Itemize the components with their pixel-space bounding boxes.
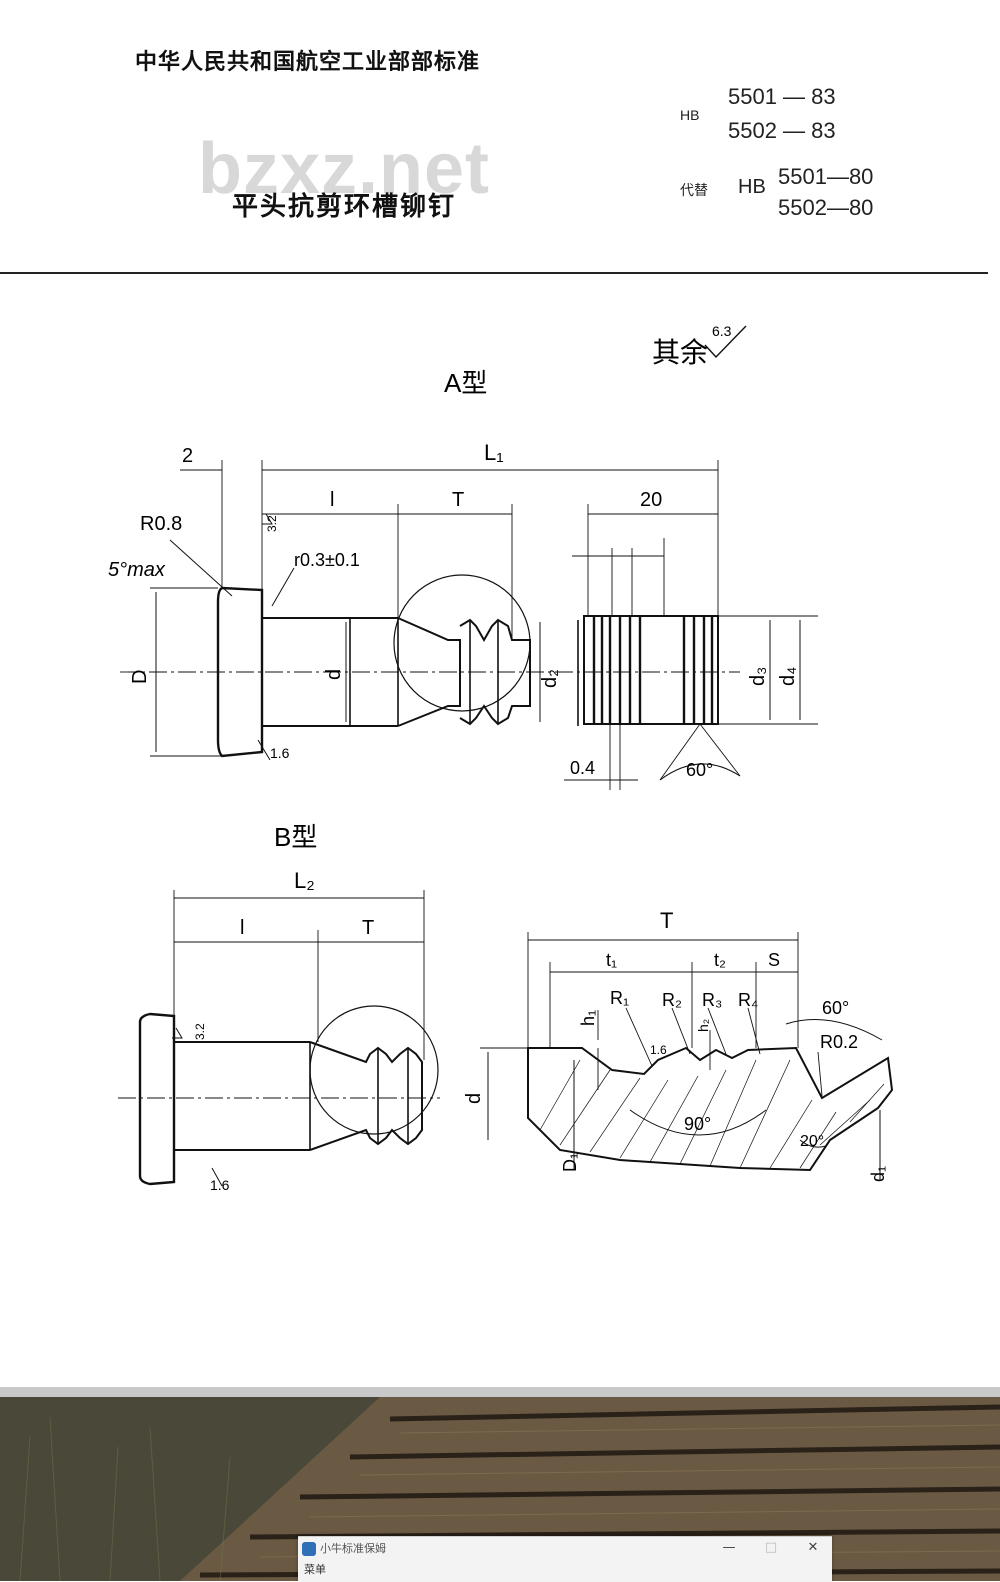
- app-logo-icon: [302, 1542, 316, 1556]
- replace-prefix: 代替: [680, 182, 708, 198]
- radius-08-label: R0.8: [140, 513, 182, 535]
- detail-angle-20-label: 20°: [800, 1133, 824, 1150]
- detail-d-label: d: [463, 1093, 485, 1104]
- detail-T-label: T: [660, 908, 673, 933]
- detail-t2-label: t₂: [714, 950, 726, 970]
- detail-d1-label: d₁: [868, 1166, 888, 1182]
- detail-roughness-16: 1.6: [650, 1043, 667, 1057]
- dim-L1-label: L₁: [484, 440, 504, 465]
- detail-angle-60-label: 60°: [822, 998, 849, 1018]
- header-divider: [0, 272, 988, 274]
- dim-d-label: d: [323, 669, 345, 680]
- minimize-button[interactable]: —: [722, 1540, 736, 1555]
- replace-hb: HB: [738, 176, 766, 198]
- technical-drawing: 其余 6.3 A型 2 L₁ l T 20 R0.8 3.2 r0.3±0.1 …: [108, 323, 894, 1193]
- maximize-button[interactable]: □: [764, 1540, 778, 1555]
- detail-h1-label: h₁: [578, 1010, 598, 1026]
- viewer-separator: [0, 1387, 1000, 1397]
- detail-R2-label: R₂: [662, 990, 682, 1010]
- detail-D1-label: D₁: [560, 1153, 580, 1172]
- hb-prefix: HB: [680, 107, 700, 123]
- detail-R3-label: R₃: [702, 990, 722, 1010]
- roughness-16-a: 1.6: [270, 745, 290, 761]
- roughness-value: 6.3: [712, 323, 732, 339]
- app-window-bar[interactable]: 小牛标准保姆 菜单 — □ ✕: [298, 1536, 832, 1582]
- roughness-note: 其余: [652, 337, 708, 368]
- watermark-text: bzxz.net: [198, 129, 491, 209]
- detail-R1-label: R₁: [610, 988, 629, 1008]
- dim-d3-label: d₃: [747, 667, 769, 686]
- detail-R02-label: R0.2: [820, 1032, 858, 1052]
- angle-60-a-label: 60°: [686, 760, 713, 780]
- standard-number-2: 5502 — 83: [728, 118, 836, 143]
- dim-d2-label: d₂: [539, 669, 561, 688]
- replace-number-2: 5502—80: [778, 195, 874, 220]
- type-b-title: B型: [274, 822, 317, 852]
- detail-h2-label: h₂: [695, 1019, 711, 1032]
- dim-T-b-label: T: [362, 917, 374, 939]
- standard-title: 平头抗剪环槽铆钉: [232, 192, 457, 222]
- roughness-16-b: 1.6: [210, 1177, 230, 1193]
- standard-number-1: 5501 — 83: [728, 84, 836, 109]
- app-title: 小牛标准保姆: [320, 1543, 386, 1555]
- dim-04-label: 0.4: [570, 758, 595, 778]
- radius-03-label: r0.3±0.1: [294, 550, 360, 570]
- type-a-title: A型: [444, 368, 487, 398]
- dim-T-label: T: [452, 489, 464, 511]
- roughness-32-b: 3.2: [193, 1023, 207, 1040]
- angle-5max-label: 5°max: [108, 559, 166, 581]
- detail-S-label: S: [768, 950, 780, 970]
- detail-angle-90-label: 90°: [684, 1114, 711, 1134]
- dim-l-label: l: [330, 489, 334, 511]
- dim-d4-label: d₄: [777, 667, 799, 686]
- organization-title: 中华人民共和国航空工业部部标准: [135, 49, 481, 75]
- roughness-check-icon: [704, 325, 747, 359]
- dim-l-b-label: l: [240, 917, 244, 939]
- detail-R4-label: R₄: [738, 990, 758, 1010]
- dim-2-label: 2: [182, 445, 193, 467]
- menu-label[interactable]: 菜单: [304, 1564, 326, 1576]
- dim-D-label: D: [129, 670, 151, 684]
- document-page: 中华人民共和国航空工业部部标准 bzxz.net 平头抗剪环槽铆钉 HB 550…: [0, 49, 988, 1193]
- roughness-32-a: 3.2: [265, 515, 279, 532]
- detail-t1-label: t₁: [606, 950, 617, 970]
- dim-20-label: 20: [640, 489, 662, 511]
- dim-L2-label: L₂: [294, 868, 315, 893]
- replace-number-1: 5501—80: [778, 164, 874, 189]
- close-button[interactable]: ✕: [807, 1540, 819, 1555]
